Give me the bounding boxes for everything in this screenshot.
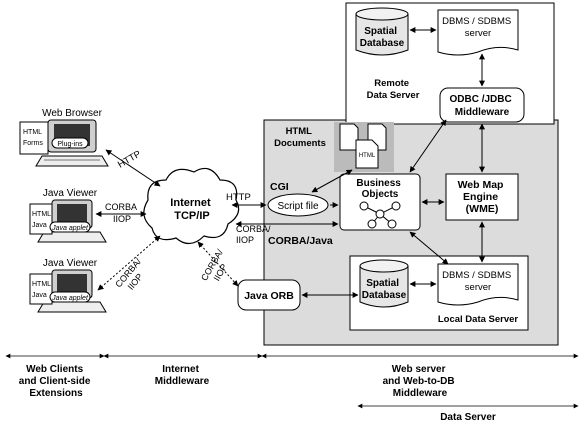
- remote-dbms-label-2: server: [465, 28, 491, 39]
- legend-web-server: Web server and Web-to-DB Middleware: [383, 364, 458, 399]
- remote-dbms-label-1: DBMS / SDBMS: [442, 16, 511, 27]
- svg-text:DBMS / SDBMS server: DBMS / SDBMS server: [442, 270, 514, 293]
- connectors: [95, 27, 485, 298]
- html-documents-label: HTML Documents: [274, 126, 326, 149]
- web-browser-label: Web Browser: [42, 108, 103, 119]
- script-file-ellipse: [267, 193, 329, 217]
- http-cgi-label: HTTP: [226, 192, 251, 203]
- remote-data-server-label: Remote Data Server: [367, 78, 420, 101]
- svg-text:Spatial Database: Spatial Database: [360, 26, 405, 49]
- corba-java-label: CORBA/Java: [268, 235, 333, 247]
- svg-text:Java applet: Java applet: [51, 225, 89, 232]
- corba-iiop-2-label: CORBA/ IIOP: [113, 255, 153, 297]
- legend-data-server: Data Server: [440, 412, 496, 423]
- svg-text:Java applet: Java applet: [51, 295, 89, 302]
- local-data-server-label: Local Data Server: [438, 314, 519, 325]
- corba-iiop-3-label: CORBA/ IIOP: [236, 224, 273, 245]
- java-viewer-1-computer-icon: HTML Java Java applet: [29, 199, 107, 243]
- corba-iiop-4-label: CORBA/ IIOP: [199, 245, 236, 288]
- internet-label: Internet TCP/IP: [170, 197, 213, 222]
- web-map-engine-box: [445, 173, 519, 221]
- wme-label: Web Map Engine (WME): [458, 179, 507, 215]
- bottom-legend: [5, 353, 579, 409]
- svg-text:Spatial Database: Spatial Database: [362, 278, 407, 301]
- local-dbms-server: DBMS / SDBMS server: [437, 263, 519, 306]
- business-objects-box: [339, 173, 421, 231]
- html-doc-icon-label: HTML: [359, 153, 376, 159]
- remote-spatial-database: Spatial Database: [355, 7, 409, 56]
- html-documents-icon: HTML: [334, 122, 394, 172]
- remote-dbms-server: DBMS / SDBMS server: [437, 9, 519, 56]
- odbc-label: ODBC /JDBC Middleware: [449, 94, 514, 118]
- corba-iiop-1-label: CORBA IIOP: [105, 202, 139, 224]
- java-orb-label: Java ORB: [244, 290, 294, 302]
- java-viewer-2-computer-icon: HTML Java Java applet: [29, 269, 107, 313]
- legend-web-clients: Web Clients and Client-side Extensions: [19, 364, 93, 399]
- cgi-label: CGI: [270, 181, 289, 193]
- script-file-label: Script file: [277, 201, 319, 212]
- svg-text:DBMS / SDBMS server: DBMS / SDBMS server: [442, 16, 514, 39]
- odbc-jdbc-middleware: [439, 87, 525, 123]
- business-objects-label: Business Objects: [356, 178, 403, 200]
- legend-internet-middleware: Internet Middleware: [155, 364, 210, 387]
- java-viewer-1-label: Java Viewer: [43, 188, 98, 199]
- remote-spatial-label-2: Database: [360, 38, 405, 49]
- java-viewer-2-label: Java Viewer: [43, 258, 98, 269]
- java-orb-box: [237, 279, 301, 311]
- plugins-label: Plug-ins: [57, 141, 83, 148]
- remote-spatial-label-1: Spatial: [364, 26, 397, 37]
- svg-text:HTML Java: HTML Java: [32, 211, 53, 229]
- object-network-icon: [359, 201, 401, 229]
- local-spatial-database: Spatial Database: [359, 259, 409, 308]
- svg-text:HTML Java: HTML Java: [32, 281, 53, 299]
- svg-text:HTML Forms: HTML Forms: [23, 129, 44, 147]
- web-browser-computer-icon: HTML Forms Plug-ins: [19, 119, 109, 167]
